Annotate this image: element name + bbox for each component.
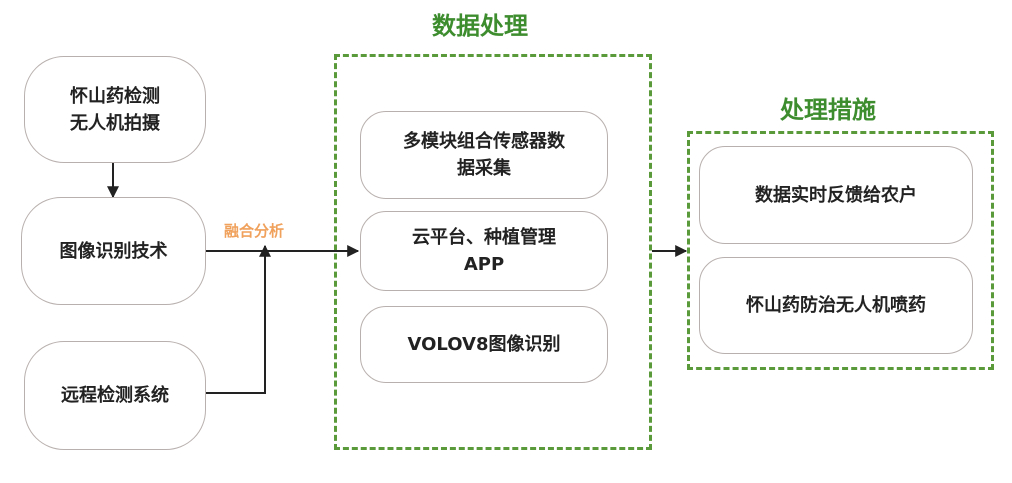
measures-title: 处理措施 — [780, 96, 876, 124]
node-uav-capture: 怀山药检测 无人机拍摄 — [24, 56, 206, 163]
node-image-recognition-tech: 图像识别技术 — [21, 197, 206, 305]
node-cloud-platform-label: 云平台、种植管理 APP — [412, 227, 556, 275]
node-cloud-platform: 云平台、种植管理 APP — [360, 211, 608, 291]
data-processing-title: 数据处理 — [432, 12, 528, 40]
node-feedback: 数据实时反馈给农户 — [699, 146, 973, 244]
arrow-remote-to-merge — [205, 244, 271, 394]
measures-group — [687, 131, 994, 370]
node-uav-spray-label: 怀山药防治无人机喷药 — [746, 295, 926, 316]
node-uav-capture-label: 怀山药检测 无人机拍摄 — [70, 85, 160, 134]
node-uav-spray: 怀山药防治无人机喷药 — [699, 257, 973, 354]
node-sensor-collection-label: 多模块组合传感器数 据采集 — [403, 131, 565, 179]
node-volov8-label: VOLOV8图像识别 — [407, 334, 561, 355]
node-image-recognition-tech-label: 图像识别技术 — [59, 240, 168, 262]
node-remote-monitoring-label: 远程检测系统 — [61, 385, 169, 406]
node-volov8: VOLOV8图像识别 — [360, 306, 608, 383]
node-sensor-collection: 多模块组合传感器数 据采集 — [360, 111, 608, 199]
node-feedback-label: 数据实时反馈给农户 — [755, 184, 917, 206]
fusion-analysis-label: 融合分析 — [224, 222, 285, 240]
node-remote-monitoring: 远程检测系统 — [24, 341, 206, 450]
